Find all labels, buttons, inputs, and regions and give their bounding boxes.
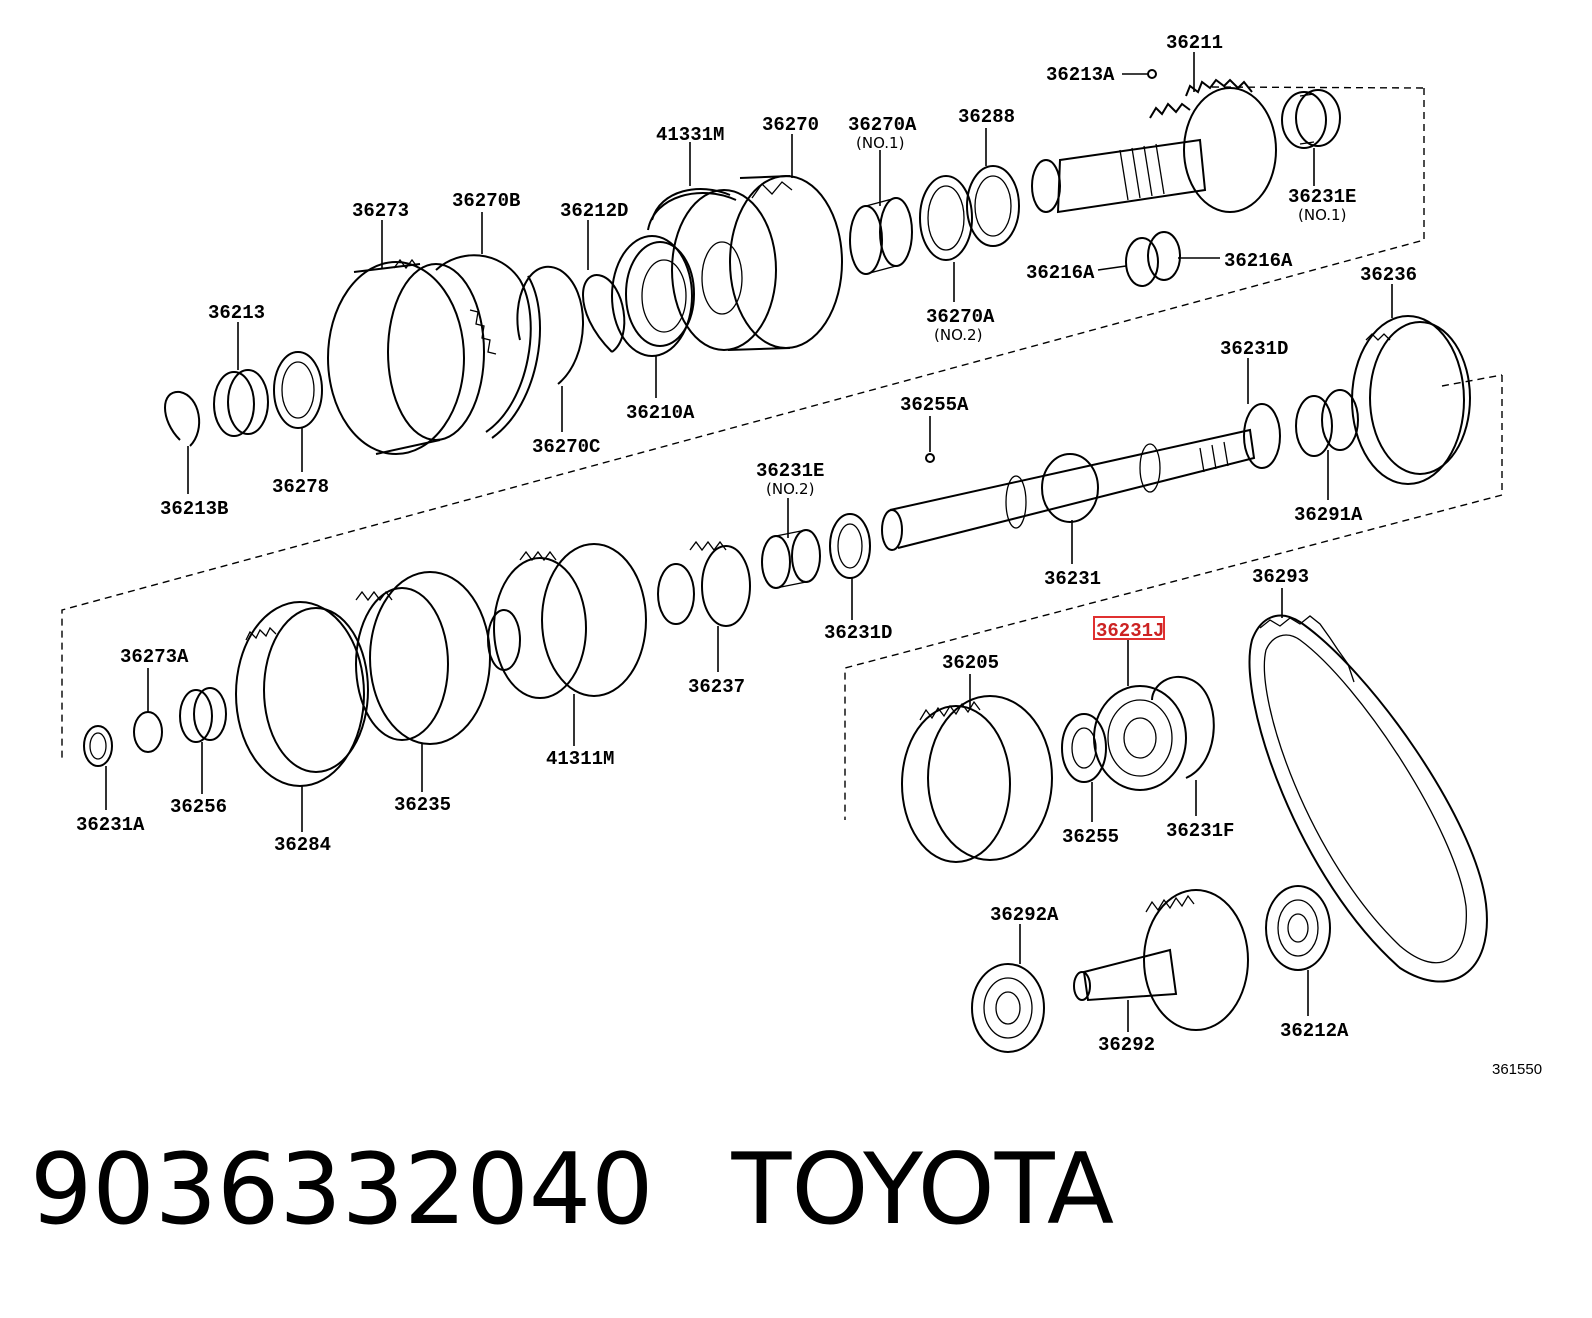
part-36211-output-shaft: [1031, 78, 1277, 214]
label-36235: 36235: [394, 794, 451, 816]
label-36231E-no1: 36231E: [1288, 186, 1356, 208]
part-36231E-no1-bearing: [1281, 89, 1341, 149]
part-36231J-bearing: [1093, 685, 1187, 791]
part-36270B-band: [435, 254, 541, 439]
label-36212A: 36212A: [1280, 1020, 1349, 1042]
leader-lines: [105, 52, 1393, 1032]
label-36231E-no2-sub: (NO.2): [766, 480, 814, 498]
part-36278-washer: [273, 351, 323, 429]
part-36231E-no2-bearing: [761, 529, 821, 589]
label-36231E-no2: 36231E: [756, 460, 824, 482]
part-36213B-snap-ring: [164, 390, 200, 447]
label-36256: 36256: [170, 796, 227, 818]
label-36270A-no1-sub: (NO.1): [856, 134, 904, 152]
part-36213A-ball: [1147, 69, 1157, 79]
label-36288: 36288: [958, 106, 1015, 128]
part-36292A-bearing: [971, 963, 1045, 1053]
part-36292-driven-sprocket-shaft: [1073, 889, 1249, 1031]
highlight-box-36231J: [1093, 616, 1165, 640]
label-36270C: 36270C: [532, 436, 600, 458]
part-36216A-snap-rings: [1125, 231, 1181, 287]
label-36213B: 36213B: [160, 498, 228, 520]
label-36210A: 36210A: [626, 402, 695, 424]
part-36270A-no2-washer: [919, 175, 973, 261]
part-36256-bearing: [179, 687, 227, 743]
label-36255A: 36255A: [900, 394, 969, 416]
group-boundaries: [61, 86, 1503, 820]
label-36205: 36205: [942, 652, 999, 674]
part-36235-drum: [355, 571, 491, 745]
label-36216A-left: 36216A: [1026, 262, 1095, 284]
label-36231E-no1-sub: (NO.1): [1298, 206, 1346, 224]
label-36231A: 36231A: [76, 814, 145, 836]
part-36288-washer: [966, 165, 1020, 247]
label-41311M: 41311M: [546, 748, 614, 770]
label-36270A-no1: 36270A: [848, 114, 917, 136]
part-36237-gear: [657, 540, 751, 627]
label-36231F: 36231F: [1166, 820, 1234, 842]
label-36213A: 36213A: [1046, 64, 1115, 86]
label-36236: 36236: [1360, 264, 1417, 286]
label-36255: 36255: [1062, 826, 1119, 848]
label-36216A-right: 36216A: [1224, 250, 1293, 272]
part-36231D-top-washer: [1243, 403, 1281, 469]
label-36270A-no2: 36270A: [926, 306, 995, 328]
part-36270-planetary-carrier: [671, 175, 843, 351]
label-36292: 36292: [1098, 1034, 1155, 1056]
part-36212A-bearing: [1265, 885, 1331, 971]
label-36284: 36284: [274, 834, 331, 856]
part-36293-drive-chain: [1248, 614, 1488, 983]
label-36231J: 36231J: [1096, 620, 1164, 642]
label-36231: 36231: [1044, 568, 1101, 590]
label-36237: 36237: [688, 676, 745, 698]
part-labels: 36211 36213A 41331M 36270 36270A (NO.1) …: [76, 32, 1542, 1078]
label-41331M: 41331M: [656, 124, 724, 146]
label-36270: 36270: [762, 114, 819, 136]
label-36278: 36278: [272, 476, 329, 498]
label-36291A: 36291A: [1294, 504, 1363, 526]
part-36231F-snap-ring: [1151, 675, 1215, 779]
part-36213-bearing: [213, 369, 269, 437]
brand-name: TOYOTA: [731, 1133, 1115, 1247]
label-36211: 36211: [1166, 32, 1223, 54]
part-41331M-ring: [647, 188, 737, 231]
label-36293: 36293: [1252, 566, 1309, 588]
label-36213: 36213: [208, 302, 265, 324]
part-36231-input-shaft: [881, 428, 1256, 551]
part-36231D-mid-washer: [829, 513, 871, 579]
part-36212D-snap-ring: [582, 274, 626, 353]
part-36273A-snap-ring: [133, 711, 163, 753]
label-36270A-no2-sub: (NO.2): [934, 326, 982, 344]
label-36212D: 36212D: [560, 200, 628, 222]
label-36273A: 36273A: [120, 646, 189, 668]
part-36205-gear: [901, 695, 1053, 863]
part-36270A-no1-bearing: [849, 197, 913, 275]
part-36255-thrust-washer: [1061, 713, 1107, 783]
part-36273-clutch-drum: [327, 258, 497, 455]
part-36291A-bearing: [1295, 389, 1359, 457]
diagram-reference-code: 361550: [1492, 1061, 1542, 1078]
label-36231D-mid: 36231D: [824, 622, 892, 644]
label-36231D-top: 36231D: [1220, 338, 1288, 360]
part-36270C-ring: [516, 265, 584, 385]
part-36210A-bearing: [611, 235, 695, 357]
label-36270B: 36270B: [452, 190, 520, 212]
product-caption: 9036332040 TOYOTA: [30, 1125, 1114, 1255]
part-number: 9036332040: [30, 1133, 654, 1247]
part-36284-drum: [235, 601, 369, 787]
part-36255A-ball: [925, 453, 935, 463]
part-36231A-ring: [83, 725, 113, 767]
part-36236-drive-sprocket: [1351, 315, 1471, 485]
part-41311M-hub: [487, 543, 647, 699]
label-36292A: 36292A: [990, 904, 1059, 926]
label-36273: 36273: [352, 200, 409, 222]
